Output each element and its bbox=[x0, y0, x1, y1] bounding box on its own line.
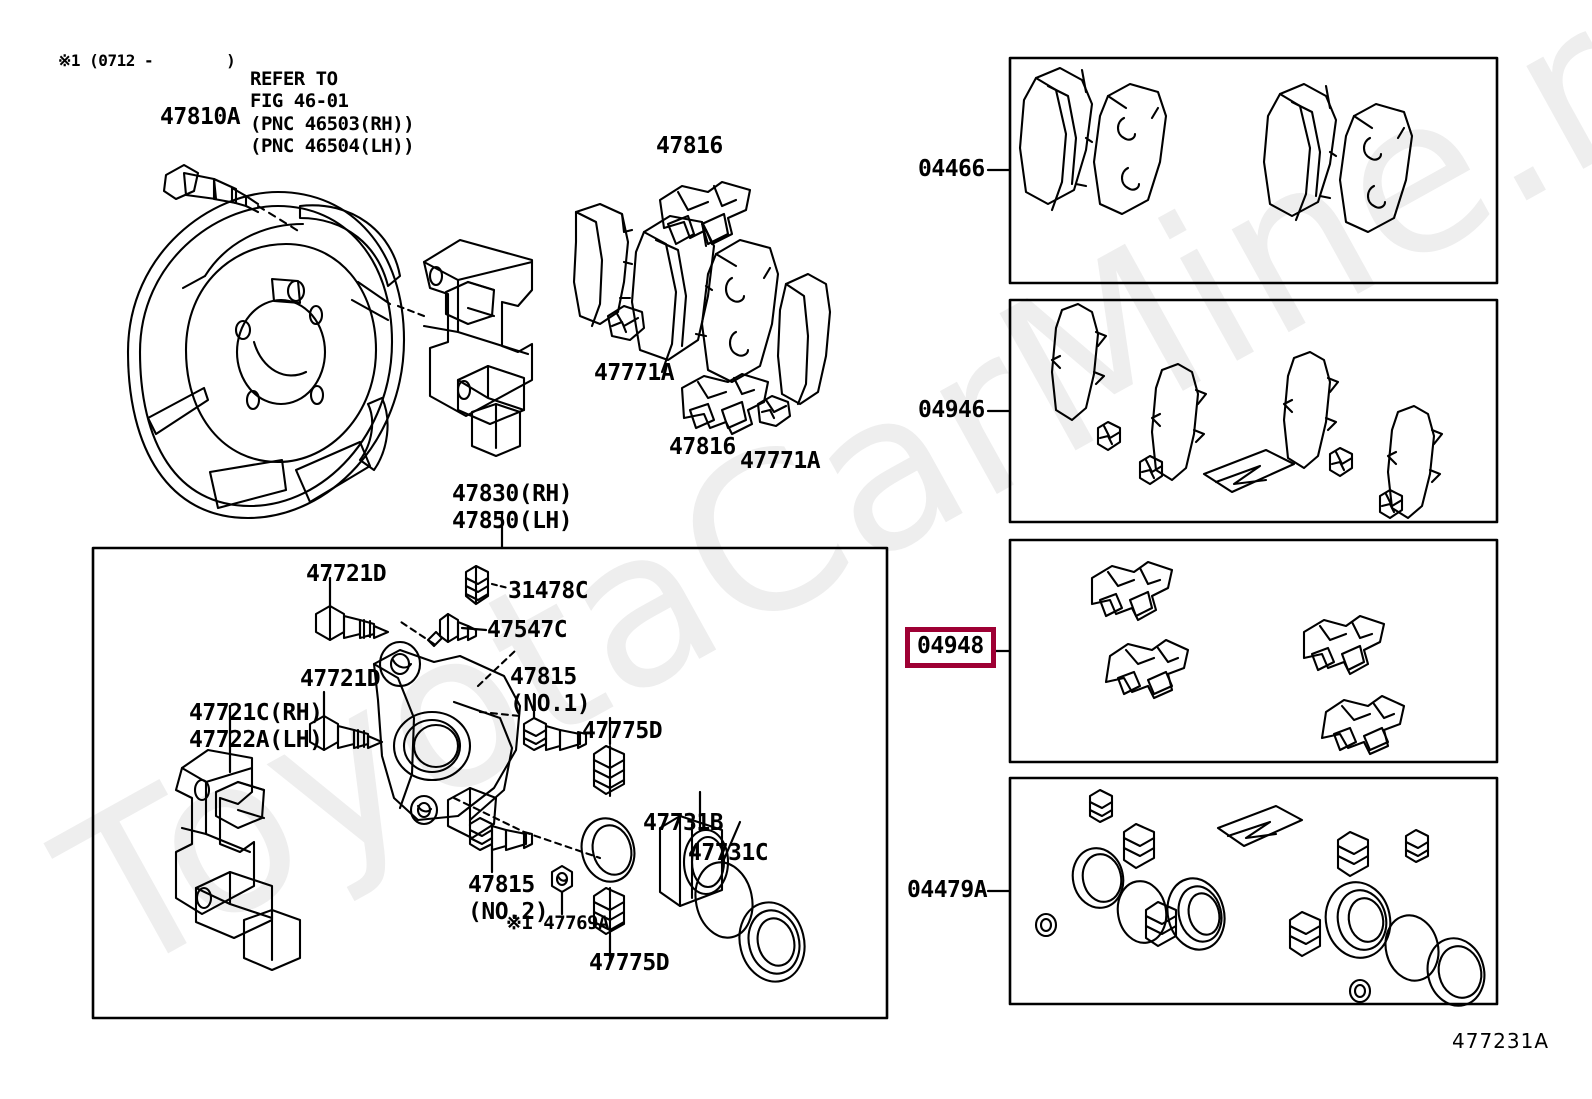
panel-code-04948: 04948 bbox=[905, 627, 996, 669]
pad-kit-contents bbox=[1018, 66, 1414, 234]
figure-code: 477231A bbox=[1452, 1029, 1550, 1053]
panel-code-04466: 04466 bbox=[918, 156, 985, 182]
caliper-body-drawing bbox=[372, 618, 602, 860]
panel-code-04479A: 04479A bbox=[907, 877, 988, 903]
fitting-kit-contents bbox=[1090, 560, 1406, 756]
label-47775D-lower: 47775D bbox=[589, 950, 670, 976]
label-47731C: 47731C bbox=[688, 840, 769, 866]
label-47830-47850: 47830(RH) 47850(LH) bbox=[452, 481, 573, 535]
seal-kit-contents bbox=[1034, 788, 1486, 1007]
label-47547C: 47547C bbox=[487, 617, 568, 643]
backing-plate-drawing bbox=[126, 163, 406, 520]
caliper-bracket-drawing bbox=[174, 704, 302, 972]
label-47721D-lower: 47721D bbox=[300, 666, 381, 692]
pad-shim-group-drawing bbox=[572, 180, 832, 436]
label-31478C: 31478C bbox=[508, 578, 589, 604]
label-47771A-upper: 47771A bbox=[594, 360, 675, 386]
label-47721D-upper: 47721D bbox=[306, 561, 387, 587]
shim-kit-contents bbox=[1050, 302, 1444, 520]
label-47816-upper: 47816 bbox=[656, 133, 723, 159]
note-mark-label: ※1 (0712 - ) bbox=[58, 51, 236, 70]
refer-to-note: REFER TO FIG 46-01 (PNC 46503(RH)) (PNC … bbox=[250, 68, 415, 158]
label-47816-lower: 47816 bbox=[669, 434, 736, 460]
label-47815-no1: 47815 (NO.1) bbox=[510, 664, 591, 718]
panel-code-04946: 04946 bbox=[918, 397, 985, 423]
label-47815-no2: 47815 (NO.2) bbox=[468, 872, 549, 926]
label-47771A-lower: 47771A bbox=[740, 448, 821, 474]
caliper-mounting-drawing bbox=[396, 238, 534, 458]
label-47721C-47722A: 47721C(RH) 47722A(LH) bbox=[189, 700, 323, 754]
label-47731B: 47731B bbox=[643, 810, 724, 836]
label-47810A: 47810A bbox=[160, 104, 241, 130]
label-47775D-upper: 47775D bbox=[582, 718, 663, 744]
label-47769A: ※1 47769A bbox=[506, 912, 609, 934]
hardware-drawing bbox=[308, 564, 806, 983]
